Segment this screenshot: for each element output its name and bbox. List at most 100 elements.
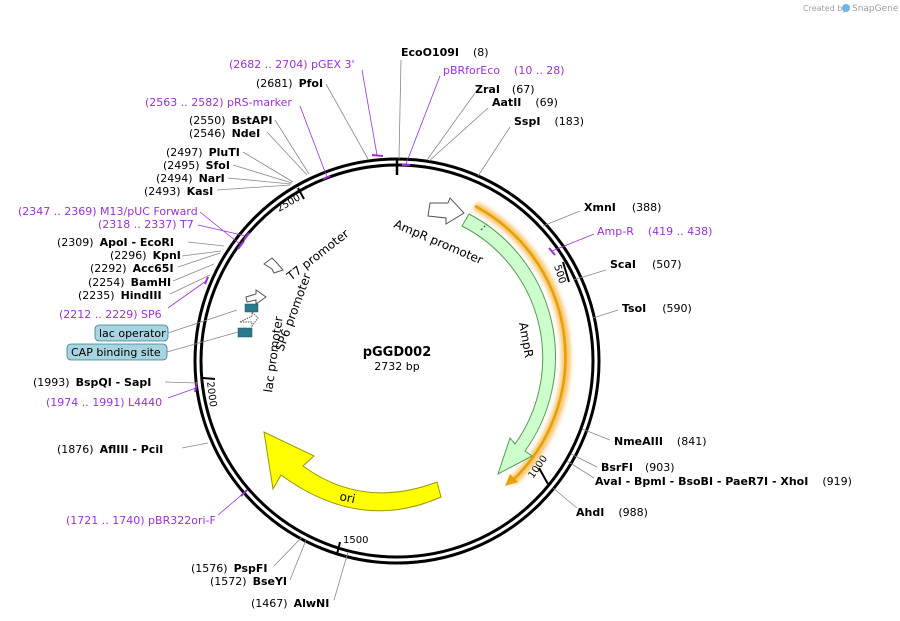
- leader-ecoo109i: [398, 59, 402, 160]
- leader-amp-r: [551, 233, 595, 252]
- site-bseyi: (1572)BseYI: [210, 575, 287, 588]
- snapgene-logo-icon: [842, 4, 850, 12]
- leader-kasi: [216, 184, 291, 191]
- leader-bstapi: [274, 119, 310, 175]
- site-avai-xhoi: AvaI - BpmI - BsoBI - PaeR7I - XhoI(919): [595, 475, 852, 488]
- leader-bseyi: [289, 539, 307, 581]
- cap-binding-leader: [166, 331, 239, 353]
- leader-hindiii: [169, 274, 211, 295]
- site-pluti: (2497)PluTI: [166, 146, 240, 159]
- tick-label-2000: 2000: [204, 381, 218, 408]
- leader-pbrforeco: [405, 75, 441, 165]
- primer-pgex3: (2682 .. 2704) pGEX 3': [229, 58, 355, 71]
- ori-label: ori: [338, 489, 356, 506]
- leader-ahdi: [552, 487, 578, 509]
- site-nari: (2494)NarI: [156, 172, 225, 185]
- leader-pbr322ori: [217, 492, 245, 516]
- site-alwni: (1467)AlwNI: [251, 597, 329, 610]
- site-sfoi: (2495)SfoI: [163, 159, 230, 172]
- leader-sp6: [167, 280, 207, 309]
- credit-text: Created by: [803, 4, 847, 13]
- site-afliii-pcii: (1876)AflIII - PciI: [57, 443, 163, 456]
- primer-t7: (2318 .. 2337) T7: [98, 218, 194, 231]
- site-xmni: XmnI(388): [584, 201, 661, 214]
- ampr-promoter-arrow: [427, 197, 465, 225]
- cap-binding-box-label: CAP binding site: [71, 346, 161, 359]
- ampr-label: AmpR: [516, 321, 536, 359]
- site-nmeaiii: NmeAIII(841): [614, 435, 707, 448]
- ampr-orf: [472, 202, 571, 486]
- lac-operator-block: [244, 303, 259, 313]
- leader-l4440: [167, 387, 197, 399]
- primer-mark-l4440: [194, 381, 198, 393]
- ori-arrow: [263, 431, 442, 512]
- site-hindiii: (2235)HindIII: [78, 289, 162, 302]
- site-bstapi: (2550)BstAPI: [189, 114, 272, 127]
- site-aatii: AatII(69): [492, 96, 558, 109]
- leader-nari: [227, 177, 292, 185]
- leader-zrai: [426, 92, 476, 161]
- leader-pfoi: [325, 83, 369, 160]
- primer-leaders: [167, 69, 595, 516]
- leader-t7: [197, 224, 247, 237]
- t7-promoter-label: T7 promoter: [283, 226, 351, 284]
- leader-pgex3: [361, 69, 378, 156]
- site-bamhi: (2254)BamHI: [88, 276, 171, 289]
- leader-pluti: [242, 151, 294, 183]
- site-bspqi-sapi: (1993)BspQI - SapI: [33, 376, 151, 389]
- site-pspfi: (1576)PspFI: [191, 562, 267, 575]
- leader-avai: [566, 460, 595, 479]
- primer-mark-prs-marker: [322, 175, 331, 180]
- leader-m13: [199, 211, 242, 246]
- leader-scai: [572, 269, 607, 281]
- site-zrai: ZraI(67): [475, 83, 535, 96]
- lac-promoter-arrow: [239, 310, 259, 328]
- site-acc65i: (2292)Acc65I: [90, 262, 174, 275]
- site-tsoi: TsoI(590): [622, 302, 692, 315]
- leader-xmni: [542, 210, 581, 227]
- leader-bamhi: [172, 263, 215, 282]
- leader-prs-marker: [299, 105, 328, 178]
- lac-operator-leader: [167, 309, 238, 334]
- primer-pbr322ori-f: (1721 .. 1740) pBR322ori-F: [66, 514, 216, 527]
- credit-brand: SnapGene: [852, 4, 899, 14]
- leader-apoi: [187, 241, 225, 247]
- ampr-gene-arrow: [461, 213, 556, 476]
- leader-bspqi: [164, 381, 198, 384]
- site-pfoi: (2681)PfoI: [256, 77, 323, 90]
- primer-mark-sp6: [204, 276, 209, 285]
- site-labels: EcoO109I(8) ZraI(67) AatII(69) SspI(183)…: [33, 46, 852, 610]
- leader-sspi: [477, 126, 511, 177]
- site-scai: ScaI(507): [610, 258, 682, 271]
- tick-mark-2500: [297, 187, 305, 200]
- site-sspi: SspI(183): [514, 115, 584, 128]
- primer-pbrforeco: pBRforEco(10 .. 28): [443, 64, 565, 77]
- ampr-dash: [480, 223, 488, 231]
- tick-marks: 500 1000 1500 2000 2500: [202, 187, 570, 555]
- leader-kpni: [181, 250, 222, 257]
- ampr-orf-arrowhead: [505, 474, 518, 486]
- primer-labels: pBRforEco(10 .. 28) Amp-R(419 .. 438) (1…: [18, 58, 712, 527]
- leader-pspfi: [273, 536, 303, 567]
- tick-label-1500: 1500: [343, 535, 368, 546]
- primer-marks: [194, 154, 556, 497]
- primer-sp6: (2212 .. 2229) SP6: [59, 308, 162, 321]
- backbone: [193, 157, 601, 565]
- leader-tsoi: [592, 309, 619, 319]
- site-leaders: [164, 59, 619, 601]
- leader-ndei: [266, 131, 308, 176]
- primer-l4440: (1974 .. 1991) L4440: [46, 396, 162, 409]
- tick-mark-500: [562, 261, 570, 283]
- plasmid-name: pGGD002: [363, 345, 432, 360]
- t7-promoter-arrow: [263, 257, 284, 274]
- leader-acc65i: [177, 252, 221, 268]
- sp6-promoter-arrow: [245, 289, 267, 305]
- leader-alwni: [333, 551, 349, 601]
- primer-mark-t7: [243, 232, 250, 241]
- lac-promoter-label: lac promoter: [261, 315, 286, 393]
- site-ndei: (2546)NdeI: [189, 127, 260, 140]
- tick-mark-1500: [336, 541, 341, 555]
- lac-operator-box-label: lac operator: [99, 327, 166, 340]
- site-ecoo109i: EcoO109I(8): [401, 46, 489, 59]
